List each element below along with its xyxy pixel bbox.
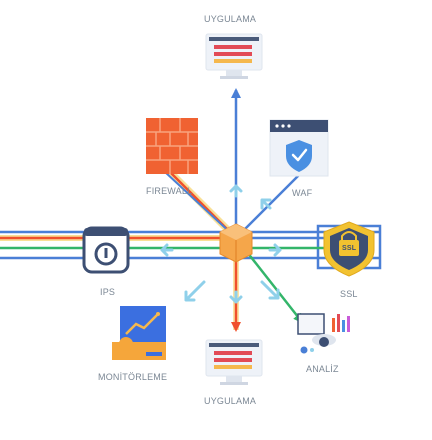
app-top-label: UYGULAMA xyxy=(204,14,257,24)
ips-icon xyxy=(82,226,130,274)
analysis-label: ANALİZ xyxy=(306,364,339,374)
arrow-down-left xyxy=(184,280,206,302)
blue-flow-firewall xyxy=(164,171,237,239)
arrow-down-small xyxy=(229,290,243,304)
application-bottom-icon xyxy=(205,339,263,385)
waf-shield-icon xyxy=(269,119,329,177)
arrow-right xyxy=(268,243,282,257)
arrow-left xyxy=(160,243,174,257)
application-top-icon xyxy=(205,33,263,79)
ssl-shield-icon xyxy=(323,221,375,277)
light-blue-arrows xyxy=(160,184,282,304)
firewall-label: FIREWALL xyxy=(146,186,193,196)
ssl-label: SSL xyxy=(340,289,358,299)
app-bottom-label: UYGULAMA xyxy=(204,396,257,406)
firewall-icon xyxy=(146,118,198,174)
monitoring-icon xyxy=(112,306,166,360)
analysis-icon xyxy=(297,313,350,354)
ssl-badge-text: SSL xyxy=(342,245,357,252)
central-hub-icon xyxy=(219,223,253,263)
waf-label: WAF xyxy=(292,188,313,198)
arrow-up-right xyxy=(260,198,272,210)
arrow-up-small xyxy=(229,184,243,198)
arrow-down-right xyxy=(260,280,280,300)
ips-label: IPS xyxy=(100,287,116,297)
monitoring-label: MONİTÖRLEME xyxy=(98,372,168,382)
